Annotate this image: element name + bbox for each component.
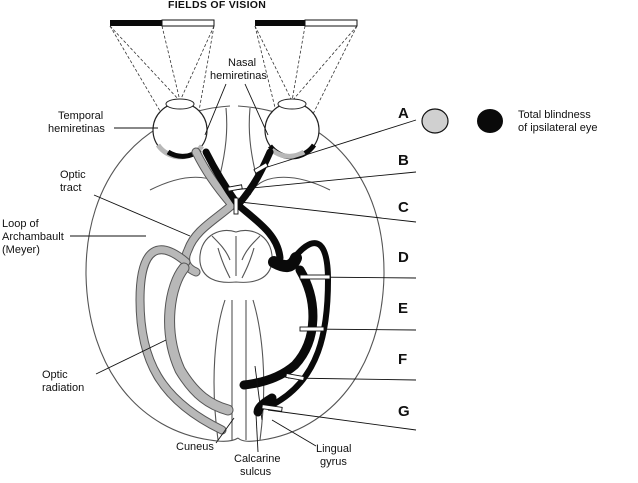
midbrain-detail-right [241,235,261,261]
anatomy-labels: Nasal hemiretinas Temporal hemiretinas O… [2,57,351,478]
nasal-leader-left [204,83,227,136]
lesion-g-leader [267,409,417,431]
black-calcarine-fibers [253,393,277,417]
loop-label-line1: Loop of [2,218,40,230]
loop-label-line2: Archambault [2,231,64,243]
lesion-c-cut [233,197,239,215]
lesion-label-g: G [398,403,410,420]
lingual-label-line2: gyrus [320,456,347,468]
nasal-leader-right [244,83,269,136]
left-visual-field [109,19,215,129]
normal-vision-field-icon [421,108,449,134]
lesion-label-a: A [398,105,409,122]
lesion-a-leader [257,119,417,171]
lesion-label-b: B [398,152,409,169]
cuneus-label: Cuneus [176,441,214,453]
legend-text-line2: of ipsilateral eye [518,122,598,134]
right-frontal-gyrus [248,107,257,176]
fields-of-vision-title: FIELDS OF VISION [168,0,266,11]
gray-visual-pathway [135,147,237,435]
left-lens [165,98,195,110]
blind-field-icon [477,109,503,133]
calcarine-label-line1: Calcarine [234,453,280,465]
legend: Total blindness of ipsilateral eye [421,108,598,134]
right-cerebral-peduncle [241,247,255,279]
lesion-label-c: C [398,199,409,216]
lesion-label-d: D [398,249,409,266]
right-nasal-retina [270,147,306,159]
gray-optic-radiation [165,263,233,415]
lesion-f-vertical-cut [254,365,263,421]
left-field-white-half [161,19,215,27]
left-hemisphere-outline [85,105,239,442]
black-optic-radiation-upper [239,265,318,390]
lesion-label-e: E [398,300,408,317]
optic-radiation-label-line1: Optic [42,369,68,381]
lesion-letters: A B C D E F G [398,105,410,420]
lesion-f-leader [287,377,417,381]
temporal-label-line2: hemiretinas [48,123,105,135]
right-visual-field [254,19,358,129]
right-field-black-half [255,20,305,26]
lesion-label-f: F [398,351,407,368]
lesion-g-cut [261,404,283,412]
right-field-white-half [304,19,358,27]
lesion-b-leader [231,171,417,191]
calcarine-label-line2: sulcus [240,466,272,478]
optic-tract-label-line2: tract [60,182,81,194]
right-hemisphere-outline [237,105,385,442]
lesion-c-leader [239,201,417,223]
optic-radiation-leader [95,339,167,375]
optic-radiation-label-line2: radiation [42,382,84,394]
left-field-black-half [110,20,162,26]
calcarine-leader [255,413,259,453]
gray-optic-nerve-tract [182,148,236,276]
lesion-b-cut [227,184,243,192]
lesion-a-cut [253,162,269,174]
right-temporal-lobe-edge [249,176,331,196]
left-medial-occipital [213,299,226,441]
left-frontal-gyrus [219,107,228,176]
lesion-e-cut [299,326,325,332]
lingual-label-line1: Lingual [316,443,351,455]
left-cerebral-peduncle [217,247,231,279]
right-eye [264,98,320,160]
gray-meyer-loop [136,246,226,434]
brain-outline [85,105,385,442]
lingual-leader [271,419,317,447]
loop-label-line3: (Meyer) [2,244,40,256]
right-lens [277,98,307,110]
nasal-label-line2: hemiretinas [210,70,267,82]
fields-of-vision: FIELDS OF VISION [109,0,358,129]
lesion-markers [227,119,417,431]
optic-tract-label-line1: Optic [60,169,86,181]
right-medial-occipital [252,299,265,441]
midbrain-detail-left [211,235,231,261]
lesion-d-cut [299,274,331,280]
nasal-label-line1: Nasal [228,57,256,69]
temporal-label-line1: Temporal [58,110,103,122]
cuneus-leader [215,417,235,444]
lesion-f-cut [285,372,305,382]
legend-text-line1: Total blindness [518,109,591,121]
left-eye [152,98,208,160]
optic-tract-leader [93,194,191,237]
